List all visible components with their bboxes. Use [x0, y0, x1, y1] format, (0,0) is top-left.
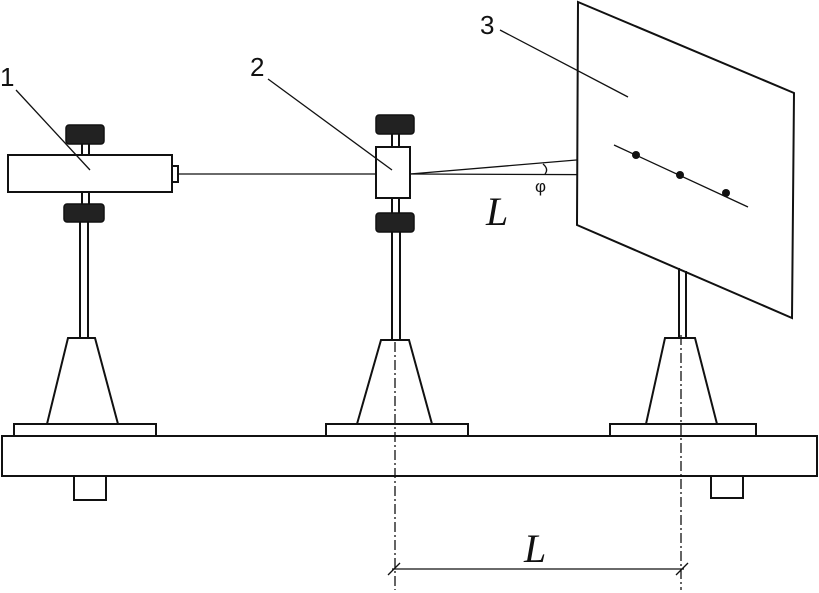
label-screen: 3 — [480, 10, 494, 40]
diffraction-grating — [375, 146, 411, 199]
optical-bench — [1, 435, 818, 501]
bench-foot-left — [73, 475, 107, 501]
diffraction-spots — [632, 151, 730, 197]
distance-dimension — [387, 335, 689, 590]
diffraction-spot — [632, 151, 640, 159]
bench-foot-right — [710, 475, 744, 499]
distance-label-dimension: L — [523, 526, 546, 571]
label-grating: 2 — [250, 52, 264, 82]
angle-phi-label: φ — [535, 177, 546, 196]
stand-laser — [13, 124, 157, 437]
leader-line-grating — [267, 78, 393, 171]
distance-label-upper: L — [485, 189, 508, 234]
leader-line-laser — [15, 89, 91, 171]
leader-line-screen — [499, 29, 629, 98]
screen — [575, 0, 796, 320]
laser — [7, 154, 179, 193]
diffraction-spot — [722, 189, 730, 197]
angle-arc — [542, 163, 548, 175]
diffraction-spot-central — [676, 171, 684, 179]
label-laser: 1 — [0, 62, 14, 92]
